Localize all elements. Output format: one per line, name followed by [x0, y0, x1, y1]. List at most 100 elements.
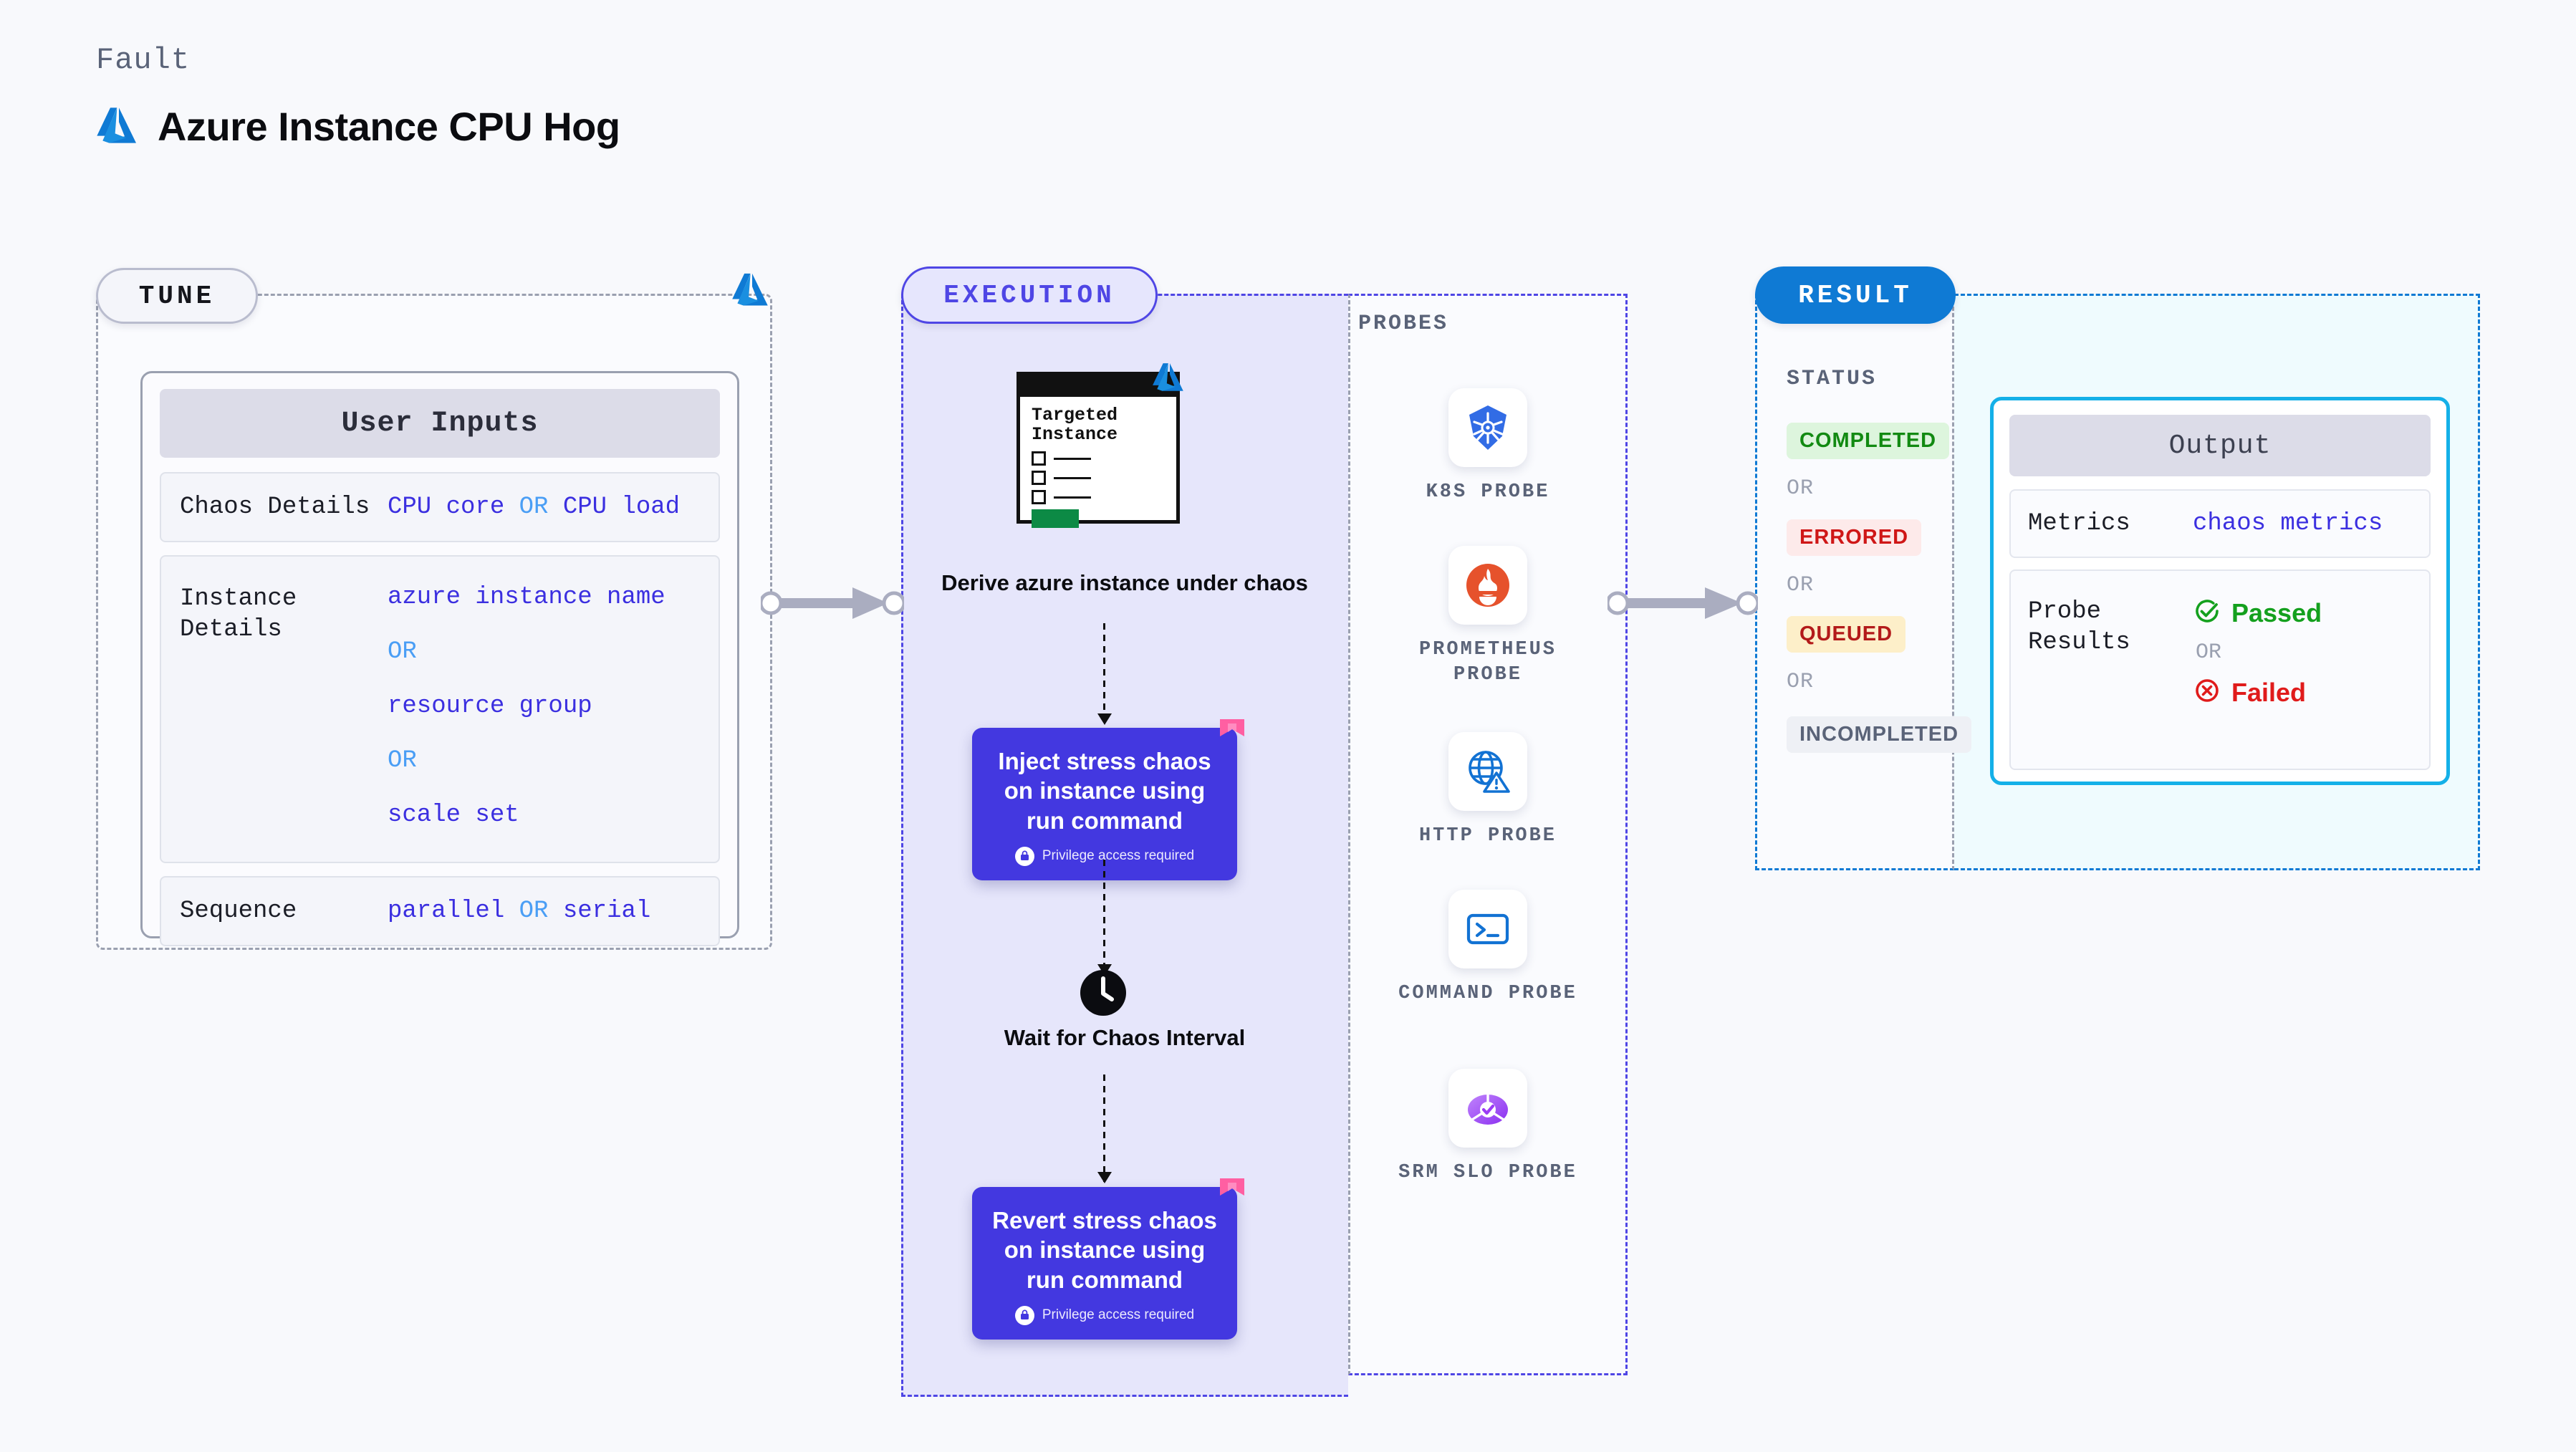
arrow-head — [1097, 1172, 1112, 1183]
or-text: OR — [2196, 640, 2222, 665]
step-revert-stress-chaos[interactable]: Revert stress chaos on instance using ru… — [972, 1178, 1244, 1340]
probes-stage-container — [1348, 294, 1628, 1375]
srm-slo-donut-icon — [1448, 1069, 1527, 1148]
probe-label: K8S PROBE — [1426, 481, 1550, 503]
probe-result-passed: Passed — [2193, 597, 2322, 629]
value-text: parallel — [388, 898, 505, 925]
output-row-metrics[interactable]: Metrics chaos metrics — [2009, 489, 2431, 558]
page-title: Azure Instance CPU Hog — [158, 104, 620, 149]
checkbox-icon — [1032, 490, 1046, 504]
arrow-line — [1103, 623, 1105, 723]
privilege-note: Privilege access required — [986, 846, 1223, 866]
check-circle-icon — [2193, 597, 2221, 629]
probe-label: COMMAND PROBE — [1398, 983, 1577, 1004]
probe-item-http[interactable]: HTTP PROBE — [1395, 732, 1581, 849]
probe-label: HTTP PROBE — [1418, 825, 1557, 847]
result-stage-container — [1755, 294, 1954, 870]
clock-icon — [1079, 968, 1128, 1021]
step-label: Revert stress chaos on instance using ru… — [992, 1207, 1217, 1293]
output-value: chaos metrics — [2193, 510, 2383, 537]
value-text: CPU load — [562, 494, 681, 521]
or-text: OR — [1787, 573, 1815, 597]
or-text: OR — [1787, 476, 1815, 501]
http-globe-warning-icon — [1448, 732, 1527, 811]
x-circle-icon — [2193, 676, 2221, 708]
step-label: Inject stress chaos on instance using ru… — [998, 748, 1211, 834]
status-or-separator: OR — [1787, 573, 1814, 597]
connector-execution-to-result — [1605, 582, 1760, 628]
or-text: OR — [519, 494, 549, 521]
output-label: Metrics — [2028, 510, 2130, 537]
targeted-instance-title: Targeted Instance — [1032, 405, 1165, 444]
status-or-separator: OR — [1787, 670, 1814, 694]
card-body: Targeted Instance — [1020, 397, 1176, 537]
status-badge: INCOMPLETED — [1787, 716, 1972, 753]
probe-item-k8s[interactable]: K8S PROBE — [1395, 388, 1581, 505]
title-line-2: Instance — [1032, 424, 1118, 445]
arrow-line — [1103, 1074, 1105, 1182]
probes-section-title: PROBES — [1358, 312, 1449, 336]
step-caption-derive-instance: Derive azure instance under chaos — [941, 570, 1308, 595]
input-value: CPU core OR CPU load — [388, 494, 680, 521]
stage-badge-execution[interactable]: EXECUTION — [901, 266, 1158, 324]
value-text: scale set — [388, 802, 519, 829]
probe-label: PROMETHEUS PROBE — [1418, 639, 1557, 686]
step-inject-stress-chaos[interactable]: Inject stress chaos on instance using ru… — [972, 719, 1244, 880]
value-text: resource group — [388, 693, 592, 720]
privilege-text: Privilege access required — [1042, 848, 1195, 864]
card-titlebar — [1020, 375, 1176, 397]
arrow-line — [1103, 860, 1105, 974]
status-badge-errored: ERRORED — [1787, 519, 1922, 556]
checkbox-row — [1032, 451, 1165, 466]
ribbon-icon — [1219, 1177, 1246, 1205]
probe-item-prometheus[interactable]: PROMETHEUS PROBE — [1395, 546, 1581, 688]
or-text: OR — [519, 898, 549, 925]
status-badge: COMPLETED — [1787, 423, 1950, 459]
or-text: OR — [388, 747, 417, 774]
azure-logo-icon — [731, 272, 773, 309]
terminal-icon — [1448, 890, 1527, 968]
checkbox-icon — [1032, 451, 1046, 466]
stage-badge-tune[interactable]: TUNE — [96, 268, 258, 324]
value-text: serial — [562, 898, 651, 925]
connector-tune-to-execution — [759, 582, 906, 628]
value-text: azure instance name — [388, 584, 665, 611]
status-badge-completed: COMPLETED — [1787, 423, 1950, 459]
checkbox-icon — [1032, 471, 1046, 485]
line-placeholder — [1054, 476, 1091, 479]
status-badge: QUEUED — [1787, 616, 1906, 653]
probe-item-command[interactable]: COMMAND PROBE — [1395, 890, 1581, 1006]
ribbon-icon — [1219, 718, 1246, 746]
input-value: parallel OR serial — [388, 898, 650, 925]
title-row: Azure Instance CPU Hog — [96, 103, 620, 150]
input-row-chaos-details[interactable]: Chaos Details CPU core OR CPU load — [160, 472, 720, 542]
kubernetes-icon — [1448, 388, 1527, 467]
checkbox-row — [1032, 471, 1165, 485]
flow-arrow — [1097, 860, 1112, 976]
prometheus-icon — [1448, 546, 1527, 625]
step-caption-wait-for-chaos-interval: Wait for Chaos Interval — [1004, 1025, 1246, 1050]
probe-item-srm-slo[interactable]: SRM SLO PROBE — [1395, 1069, 1581, 1186]
targeted-instance-card: Targeted Instance — [1017, 372, 1180, 528]
line-placeholder — [1054, 457, 1091, 460]
flow-arrow — [1097, 1074, 1112, 1183]
title-line-1: Targeted — [1032, 405, 1118, 425]
or-text: OR — [388, 638, 417, 665]
user-inputs-card: User Inputs Chaos Details CPU core OR CP… — [140, 371, 739, 946]
stage-badge-result[interactable]: RESULT — [1755, 266, 1956, 324]
value-text: CPU core — [388, 494, 505, 521]
status-badge: ERRORED — [1787, 519, 1922, 556]
or-text: OR — [1787, 670, 1815, 694]
flow-arrow — [1097, 623, 1112, 725]
azure-logo-icon — [1152, 362, 1188, 395]
privilege-note: Privilege access required — [986, 1305, 1223, 1325]
green-status-bar — [1032, 509, 1079, 528]
input-label: Sequence — [180, 897, 297, 925]
input-row-sequence[interactable]: Sequence parallel OR serial — [160, 876, 720, 946]
line-placeholder — [1054, 496, 1091, 499]
passed-label: Passed — [2231, 597, 2322, 628]
lock-icon — [1014, 1305, 1034, 1325]
